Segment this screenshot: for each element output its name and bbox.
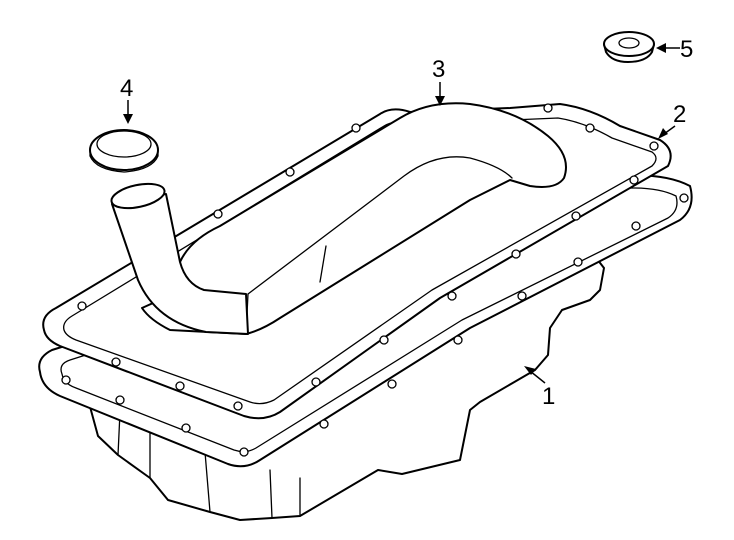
callout-2: 2 — [658, 101, 686, 139]
callout-label-3: 3 — [432, 56, 445, 83]
transmission-filter[interactable] — [109, 102, 567, 335]
callout-3: 3 — [432, 56, 445, 106]
callout-label-5: 5 — [680, 36, 693, 63]
callout-1: 1 — [524, 366, 555, 410]
callout-label-2: 2 — [673, 101, 686, 128]
grommet[interactable] — [603, 31, 655, 63]
callout-5: 5 — [656, 36, 693, 63]
callout-4: 4 — [120, 75, 133, 124]
callout-label-4: 4 — [120, 75, 133, 102]
seal-ring[interactable] — [89, 129, 159, 173]
callout-label-1: 1 — [542, 383, 555, 410]
